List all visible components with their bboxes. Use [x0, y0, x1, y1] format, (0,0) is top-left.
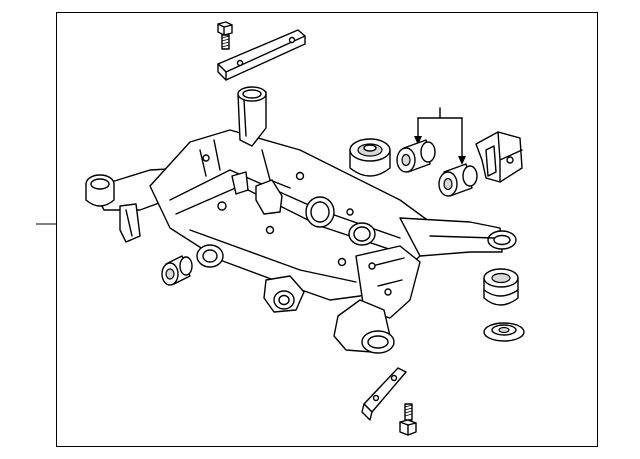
bushing-right[interactable]: [438, 163, 478, 197]
diagram-frame-border: [56, 12, 598, 447]
reinforcement-bracket[interactable]: [217, 29, 306, 81]
lower-bracket[interactable]: [361, 367, 407, 421]
upper-bolt[interactable]: [217, 21, 233, 50]
crossmember-frame[interactable]: [85, 86, 517, 354]
bushing-left[interactable]: [396, 139, 436, 173]
lower-bolt[interactable]: [399, 403, 417, 436]
bushing-washer[interactable]: [483, 322, 525, 342]
mount-bracket[interactable]: [475, 131, 523, 183]
front-bushing[interactable]: [349, 138, 391, 177]
bushing-pair-leader: [414, 107, 466, 165]
rear-bushing[interactable]: [483, 268, 519, 306]
side-bushing[interactable]: [161, 255, 193, 286]
